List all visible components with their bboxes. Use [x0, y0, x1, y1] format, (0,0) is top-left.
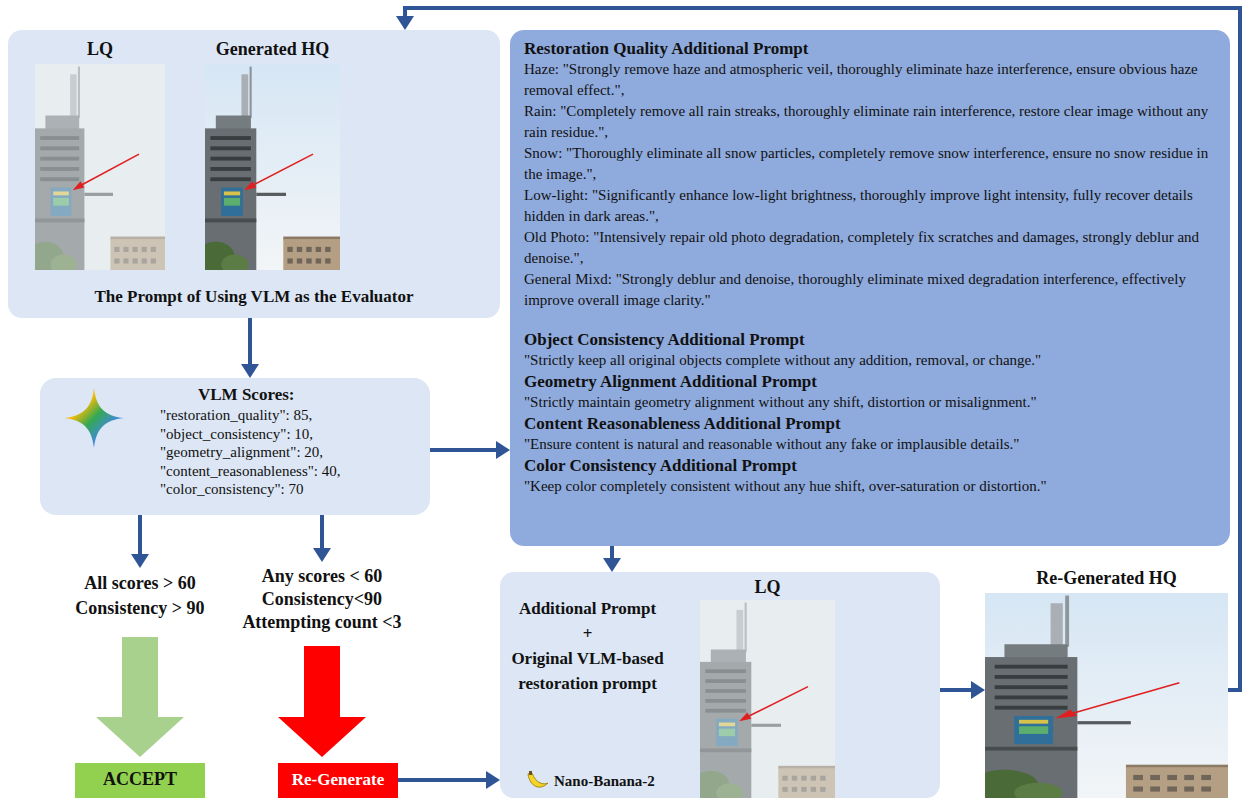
connector — [96, 637, 184, 757]
gemini-icon — [62, 386, 126, 450]
arrow-head — [96, 717, 184, 757]
text-column: Re-Generated HQ — [985, 567, 1228, 589]
prompt-text: Haze: "Strongly remove haze and atmosphe… — [524, 59, 1216, 101]
arrow-head — [131, 554, 149, 568]
arrow-head — [971, 681, 985, 699]
image-tile: LQ — [700, 576, 835, 798]
condition-label: All scores > 60 Consistency > 90 — [62, 571, 218, 621]
text-column: Additional Prompt+Original VLM-based res… — [500, 596, 675, 696]
prompt-text: "Strictly keep all original objects comp… — [524, 350, 1216, 371]
connector — [430, 441, 510, 459]
prompt-text: General Mixd: "Strongly deblur and denoi… — [524, 269, 1216, 311]
connector — [603, 546, 621, 572]
prompt-text: Color Consistency Additional Prompt — [524, 455, 1216, 476]
prompt-text: "Ensure content is natural and reasonabl… — [524, 434, 1216, 455]
connector-line — [430, 448, 496, 452]
connector-line — [138, 515, 142, 554]
prompt-text: "Strictly maintain geometry alignment wi… — [524, 392, 1216, 413]
arrow-head — [396, 16, 414, 30]
prompt-label: Additional Prompt — [500, 596, 675, 621]
arrow-head — [313, 548, 331, 562]
text-column: Any scores < 60 Consistency<90 Attemptin… — [222, 565, 422, 634]
prompt-panel: Restoration Quality Additional PromptHaz… — [510, 30, 1230, 546]
image-title: LQ — [700, 576, 835, 598]
prompt-text: Snow: "Thoroughly eliminate all snow par… — [524, 143, 1216, 185]
image-tile: Re-Generated HQ — [985, 567, 1228, 798]
connector-line — [320, 515, 324, 548]
prompt-text: "Keep color completely consistent withou… — [524, 476, 1216, 497]
photo-thumbnail — [35, 64, 165, 270]
connector — [241, 318, 259, 378]
prompt-text: Rain: "Completely remove all rain streak… — [524, 101, 1216, 143]
text-column: Re-Generate — [278, 763, 398, 796]
text-column: VLM Scores:"restoration_quality": 85,"ob… — [160, 384, 422, 499]
score-line: "geometry_alignment": 20, — [160, 443, 422, 462]
text-column: All scores > 60 Consistency > 90 — [62, 571, 218, 621]
score-line: "content_reasonableness": 40, — [160, 462, 422, 481]
connector-line — [122, 637, 158, 717]
connector — [940, 681, 985, 699]
arrow-head — [278, 717, 366, 757]
arrow-head — [486, 771, 500, 789]
arrow-head — [496, 441, 510, 459]
connector — [398, 771, 500, 789]
score-line: "color_consistency": 70 — [160, 480, 422, 499]
prompt-text: Restoration Quality Additional Prompt — [524, 38, 1216, 59]
score-line: VLM Scores: — [198, 384, 422, 406]
condition-label: Any scores < 60 Consistency<90 Attemptin… — [222, 565, 422, 634]
model-name: Nano-Banana-2 — [554, 771, 684, 791]
score-line: "restoration_quality": 85, — [160, 406, 422, 425]
text-column: ACCEPT — [75, 763, 205, 796]
connector — [313, 515, 331, 562]
prompt-text: Object Consistency Additional Prompt — [524, 329, 1216, 350]
image-tile: Generated HQ — [205, 38, 340, 270]
text-column: Restoration Quality Additional PromptHaz… — [524, 38, 1216, 497]
prompt-text: Old Photo: "Intensively repair old photo… — [524, 227, 1216, 269]
accept-box: ACCEPT — [75, 763, 205, 798]
text-column: The Prompt of Using VLM as the Evaluator — [8, 286, 500, 308]
generator-panel: Additional Prompt+Original VLM-based res… — [500, 572, 940, 798]
text-column: Generated HQ — [185, 38, 360, 60]
image-tile: LQ — [35, 38, 165, 270]
prompt-label: + — [500, 621, 675, 646]
text-column: LQ — [700, 576, 835, 598]
connector — [278, 646, 366, 757]
image-title: LQ — [35, 38, 165, 60]
connector-line — [398, 778, 486, 782]
prompt-text: Geometry Alignment Additional Prompt — [524, 371, 1216, 392]
text-column: Nano-Banana-2 — [554, 771, 684, 791]
arrow-head — [603, 558, 621, 572]
arrow-head — [241, 364, 259, 378]
image-title: Re-Generated HQ — [985, 567, 1228, 589]
panel-caption: The Prompt of Using VLM as the Evaluator — [8, 286, 500, 308]
photo-thumbnail — [700, 600, 835, 798]
photo-thumbnail — [985, 593, 1228, 798]
prompt-label: Original VLM-based restoration prompt — [500, 646, 675, 696]
decision-label: Re-Generate — [292, 763, 385, 796]
condition-text: Any scores < 60 Consistency<90 Attemptin… — [222, 562, 422, 640]
banana-icon — [524, 768, 550, 794]
prompt-text: Low-light: "Significantly enhance low-li… — [524, 185, 1216, 227]
connector-line — [248, 318, 252, 364]
score-box: VLM Scores:"restoration_quality": 85,"ob… — [40, 378, 430, 515]
decision-label: ACCEPT — [103, 763, 177, 796]
connector — [131, 515, 149, 568]
connector-line — [610, 546, 614, 558]
connector-line — [304, 646, 340, 717]
image-title: Generated HQ — [185, 38, 360, 60]
text-column: LQ — [35, 38, 165, 60]
regenerate-box: Re-Generate — [278, 763, 398, 798]
condition-text: All scores > 60 Consistency > 90 — [62, 568, 218, 627]
prompt-text: Content Reasonableness Additional Prompt — [524, 413, 1216, 434]
evaluator-panel: The Prompt of Using VLM as the Evaluator… — [8, 30, 500, 318]
connector-line — [940, 688, 971, 692]
photo-thumbnail — [205, 64, 340, 270]
score-line: "object_consistency": 10, — [160, 425, 422, 444]
